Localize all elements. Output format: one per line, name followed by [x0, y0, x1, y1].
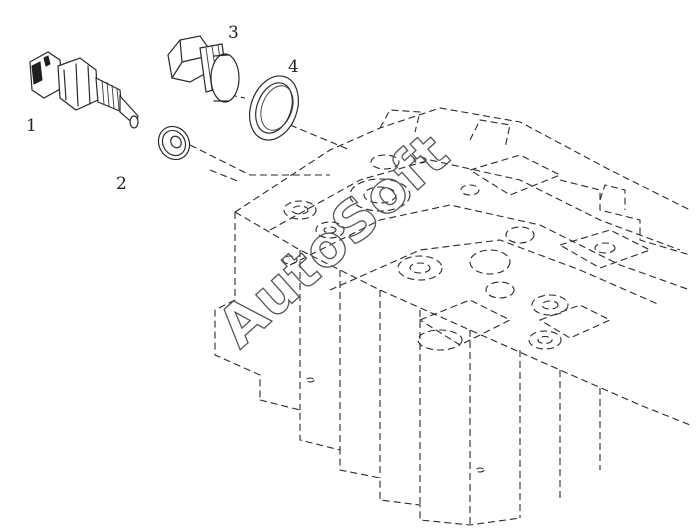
callout-3: 3 — [228, 23, 239, 43]
cylinder-head-outline — [214, 107, 691, 526]
callout-1: 1 — [26, 116, 37, 136]
part-3-plug — [167, 35, 240, 103]
part-2-washer — [157, 125, 191, 161]
watermark-text: AutoSoft — [206, 120, 462, 360]
part-4-seal-ring — [249, 75, 299, 141]
part-1-sensor — [29, 51, 139, 129]
callout-2: 2 — [116, 174, 127, 194]
callout-4: 4 — [288, 57, 299, 77]
